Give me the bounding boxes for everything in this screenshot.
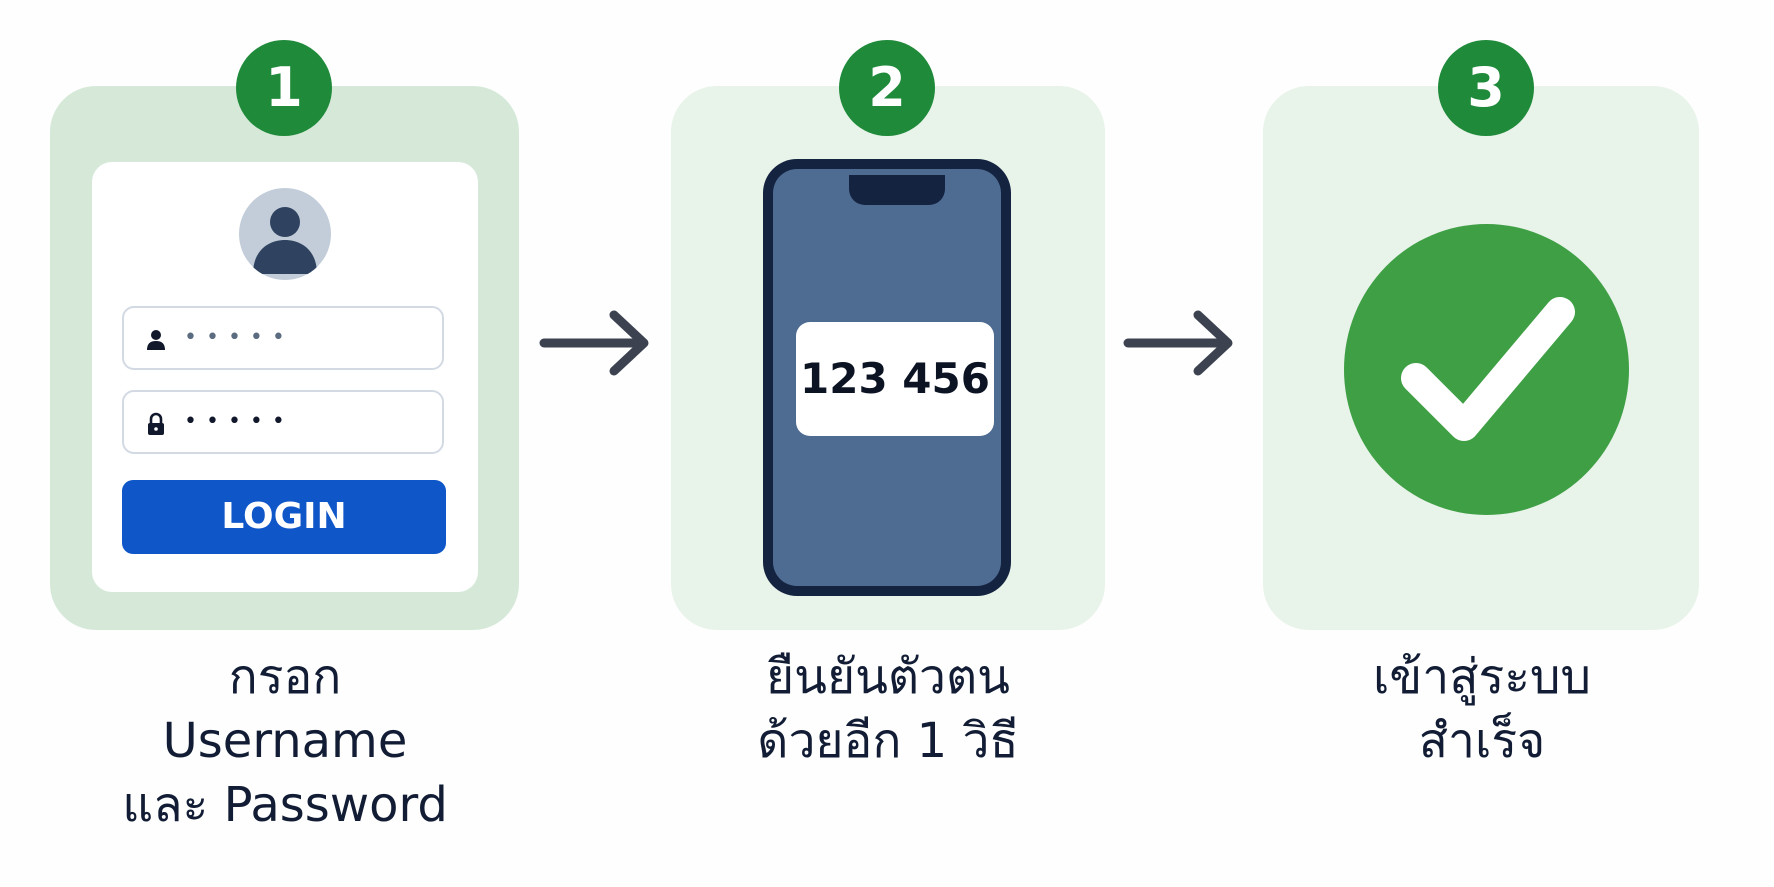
password-masked-value: ••••• (184, 409, 294, 434)
check-circle-icon (1344, 224, 1629, 515)
login-button[interactable]: LOGIN (122, 480, 446, 554)
step-1-badge: 1 (236, 40, 332, 136)
caption-line: เข้าสู่ระบบ (1373, 649, 1591, 705)
otp-code: 123 456 (796, 322, 994, 436)
step-3-badge: 3 (1438, 40, 1534, 136)
checkmark-icon (1401, 297, 1575, 441)
arrow-right-icon (539, 310, 649, 376)
login-card: ••••• ••••• LOGIN (92, 162, 478, 592)
step-2-caption: ยืนยันตัวตน ด้วยอีก 1 วิธี (686, 645, 1090, 773)
caption-line: และ Password (122, 777, 448, 833)
caption-line: Username (162, 713, 408, 769)
smartphone-icon: 123 456 (763, 159, 1011, 596)
step-2-badge: 2 (839, 40, 935, 136)
caption-line: ยืนยันตัวตน (766, 649, 1010, 705)
step-3-caption: เข้าสู่ระบบ สำเร็จ (1280, 645, 1684, 773)
caption-line: สำเร็จ (1418, 713, 1546, 769)
lock-icon (148, 412, 164, 435)
user-icon (147, 330, 165, 350)
user-avatar-icon (239, 188, 331, 280)
phone-screen: 123 456 (773, 169, 1001, 586)
caption-line: ด้วยอีก 1 วิธี (757, 713, 1019, 769)
username-field[interactable]: ••••• (122, 306, 444, 370)
step-1-caption: กรอก Username และ Password (100, 645, 470, 837)
arrow-right-icon (1123, 310, 1233, 376)
username-masked-value: ••••• (184, 325, 294, 350)
password-field[interactable]: ••••• (122, 390, 444, 454)
phone-notch (849, 175, 945, 205)
caption-line: กรอก (228, 649, 342, 705)
